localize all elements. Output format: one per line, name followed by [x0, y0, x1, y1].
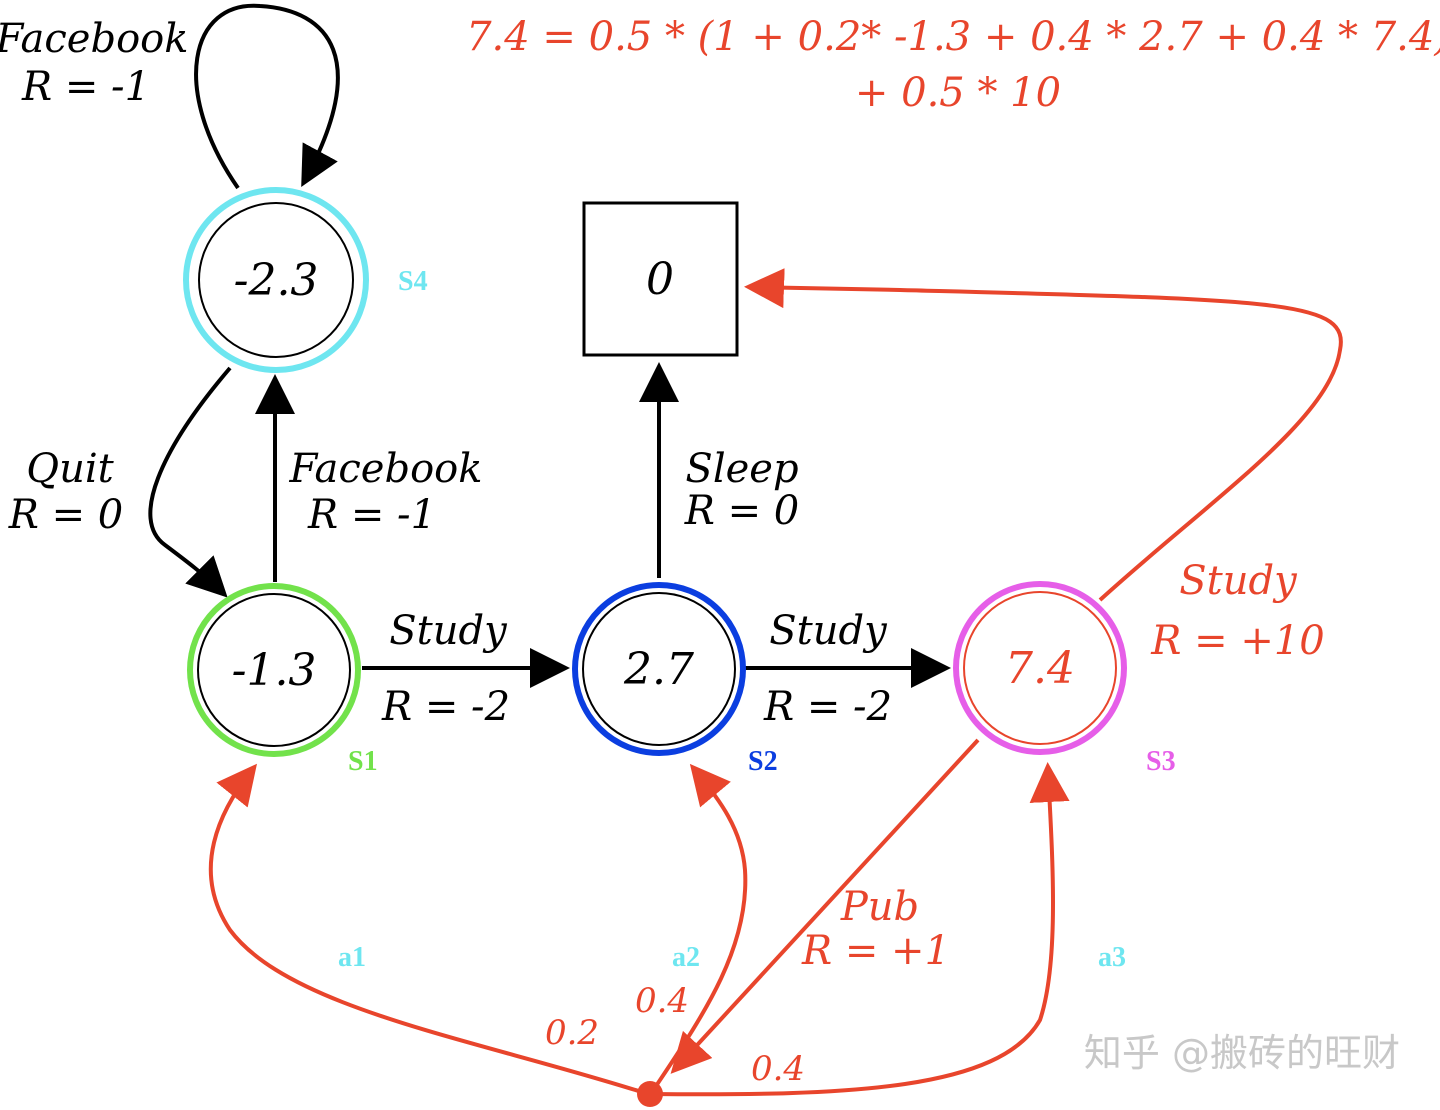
state-s4-tag: S4	[398, 266, 428, 297]
state-s4: -2.3	[183, 187, 369, 373]
label-s1-study-action: Study	[389, 608, 508, 654]
label-s1-study-reward: R = -2	[381, 684, 510, 730]
label-quit-action: Quit	[26, 446, 114, 492]
edge-s3-to-pub	[670, 738, 980, 1074]
label-quit-reward: R = 0	[8, 492, 124, 538]
state-s1: -1.3	[187, 583, 361, 757]
formula-line2: + 0.5 * 10	[855, 70, 1061, 116]
watermark: 知乎 @搬砖的旺财	[1084, 1031, 1400, 1075]
state-s2-value: 2.7	[623, 644, 694, 695]
label-s2-study-action: Study	[769, 608, 888, 654]
label-pub-reward: R = +1	[801, 928, 950, 974]
branch-a2-tag: a2	[672, 942, 700, 973]
edge-pub-to-s2	[650, 763, 748, 1094]
state-s2-tag: S2	[748, 746, 778, 777]
edge-s4-to-s1	[148, 366, 232, 598]
label-sleep-reward: R = 0	[684, 488, 800, 534]
edge-s4-self-loop	[194, 3, 340, 190]
state-s3: 7.4	[953, 581, 1127, 755]
state-s4-value: -2.3	[234, 255, 319, 306]
state-s1-value: -1.3	[232, 645, 317, 696]
branch-a3-prob: 0.4	[751, 1049, 805, 1089]
label-s3-study-action: Study	[1179, 558, 1298, 604]
branch-a2-prob: 0.4	[635, 981, 689, 1021]
terminal-state-value: 0	[646, 254, 674, 305]
branch-a3-tag: a3	[1098, 942, 1126, 973]
formula-line1: 7.4 = 0.5 * (1 + 0.2* -1.3 + 0.4 * 2.7 +…	[466, 14, 1440, 60]
edge-pub-to-s1	[208, 763, 649, 1096]
edge-s3-to-terminal	[744, 268, 1343, 602]
branch-a1-prob: 0.2	[545, 1013, 599, 1053]
state-s3-tag: S3	[1146, 746, 1176, 777]
label-sleep-action: Sleep	[685, 446, 798, 492]
state-s2: 2.7	[572, 582, 746, 756]
label-s1-facebook-action: Facebook	[289, 446, 483, 492]
state-s3-value: 7.4	[1005, 643, 1075, 694]
state-s1-tag: S1	[348, 746, 378, 777]
label-s3-study-reward: R = +10	[1150, 618, 1324, 664]
label-pub-action: Pub	[840, 884, 919, 930]
edge-pub-to-s3	[649, 762, 1070, 1097]
pub-action-node	[637, 1081, 663, 1107]
label-s1-facebook-reward: R = -1	[307, 492, 436, 538]
label-s4-self-action: Facebook	[0, 16, 188, 62]
label-s2-study-reward: R = -2	[763, 684, 892, 730]
branch-a1-tag: a1	[338, 942, 366, 973]
label-s4-self-reward: R = -1	[21, 64, 150, 110]
terminal-state: 0	[582, 201, 739, 357]
